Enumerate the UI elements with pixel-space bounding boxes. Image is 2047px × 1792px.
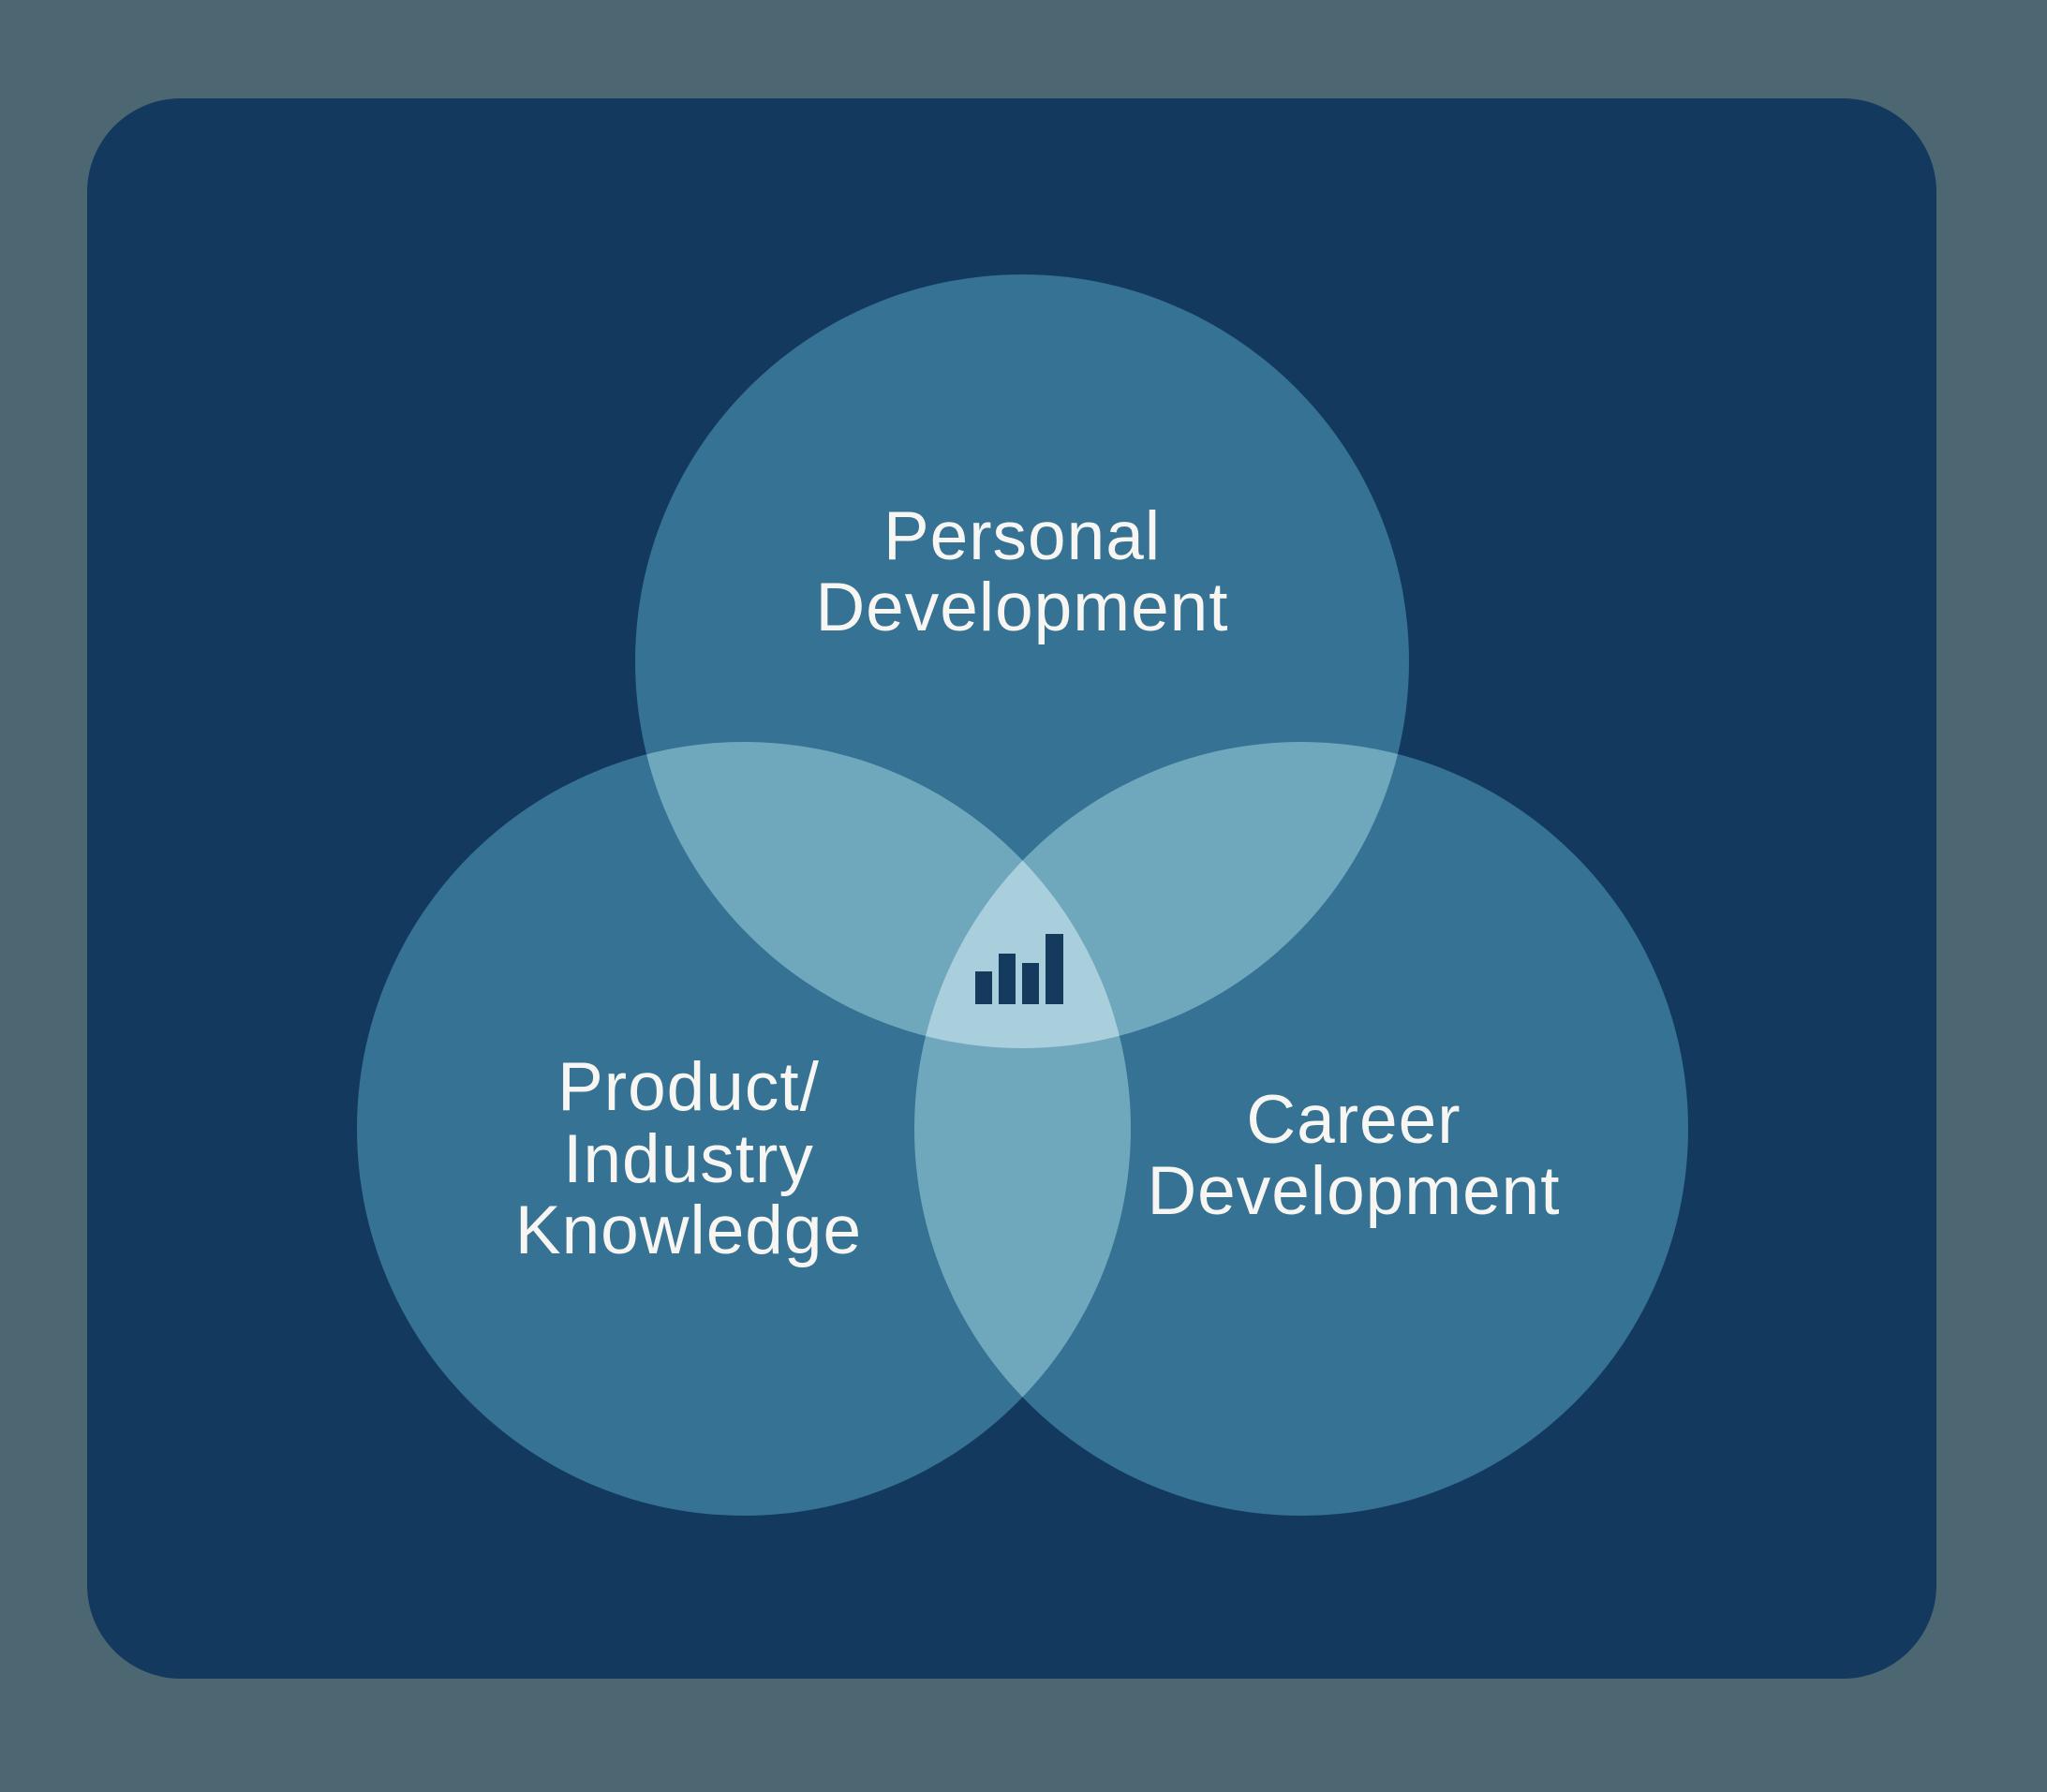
label-product-industry-knowledge: Product/ Industry Knowledge — [515, 1049, 862, 1268]
label-personal-development-line-2: Development — [815, 570, 1228, 645]
label-career-development-line-1: Career — [1246, 1082, 1461, 1158]
label-career-development-line-2: Development — [1147, 1153, 1560, 1229]
label-personal-development: Personal Development — [815, 498, 1228, 645]
label-career-development: Career Development — [1147, 1082, 1560, 1229]
label-product-industry-knowledge-line-1: Product/ — [557, 1049, 820, 1125]
label-personal-development-line-1: Personal — [883, 498, 1161, 574]
overlap-top-left — [635, 742, 1131, 1048]
bar-chart-bar-2 — [999, 954, 1016, 1004]
overlap-top-right — [914, 742, 1409, 1048]
bar-chart-icon — [975, 934, 1063, 1004]
label-product-industry-knowledge-line-2: Industry — [563, 1121, 814, 1197]
label-product-industry-knowledge-line-3: Knowledge — [515, 1192, 862, 1268]
bar-chart-bar-1 — [975, 971, 992, 1004]
bar-chart-bar-4 — [1046, 934, 1063, 1004]
bar-chart-bar-3 — [1022, 963, 1039, 1004]
